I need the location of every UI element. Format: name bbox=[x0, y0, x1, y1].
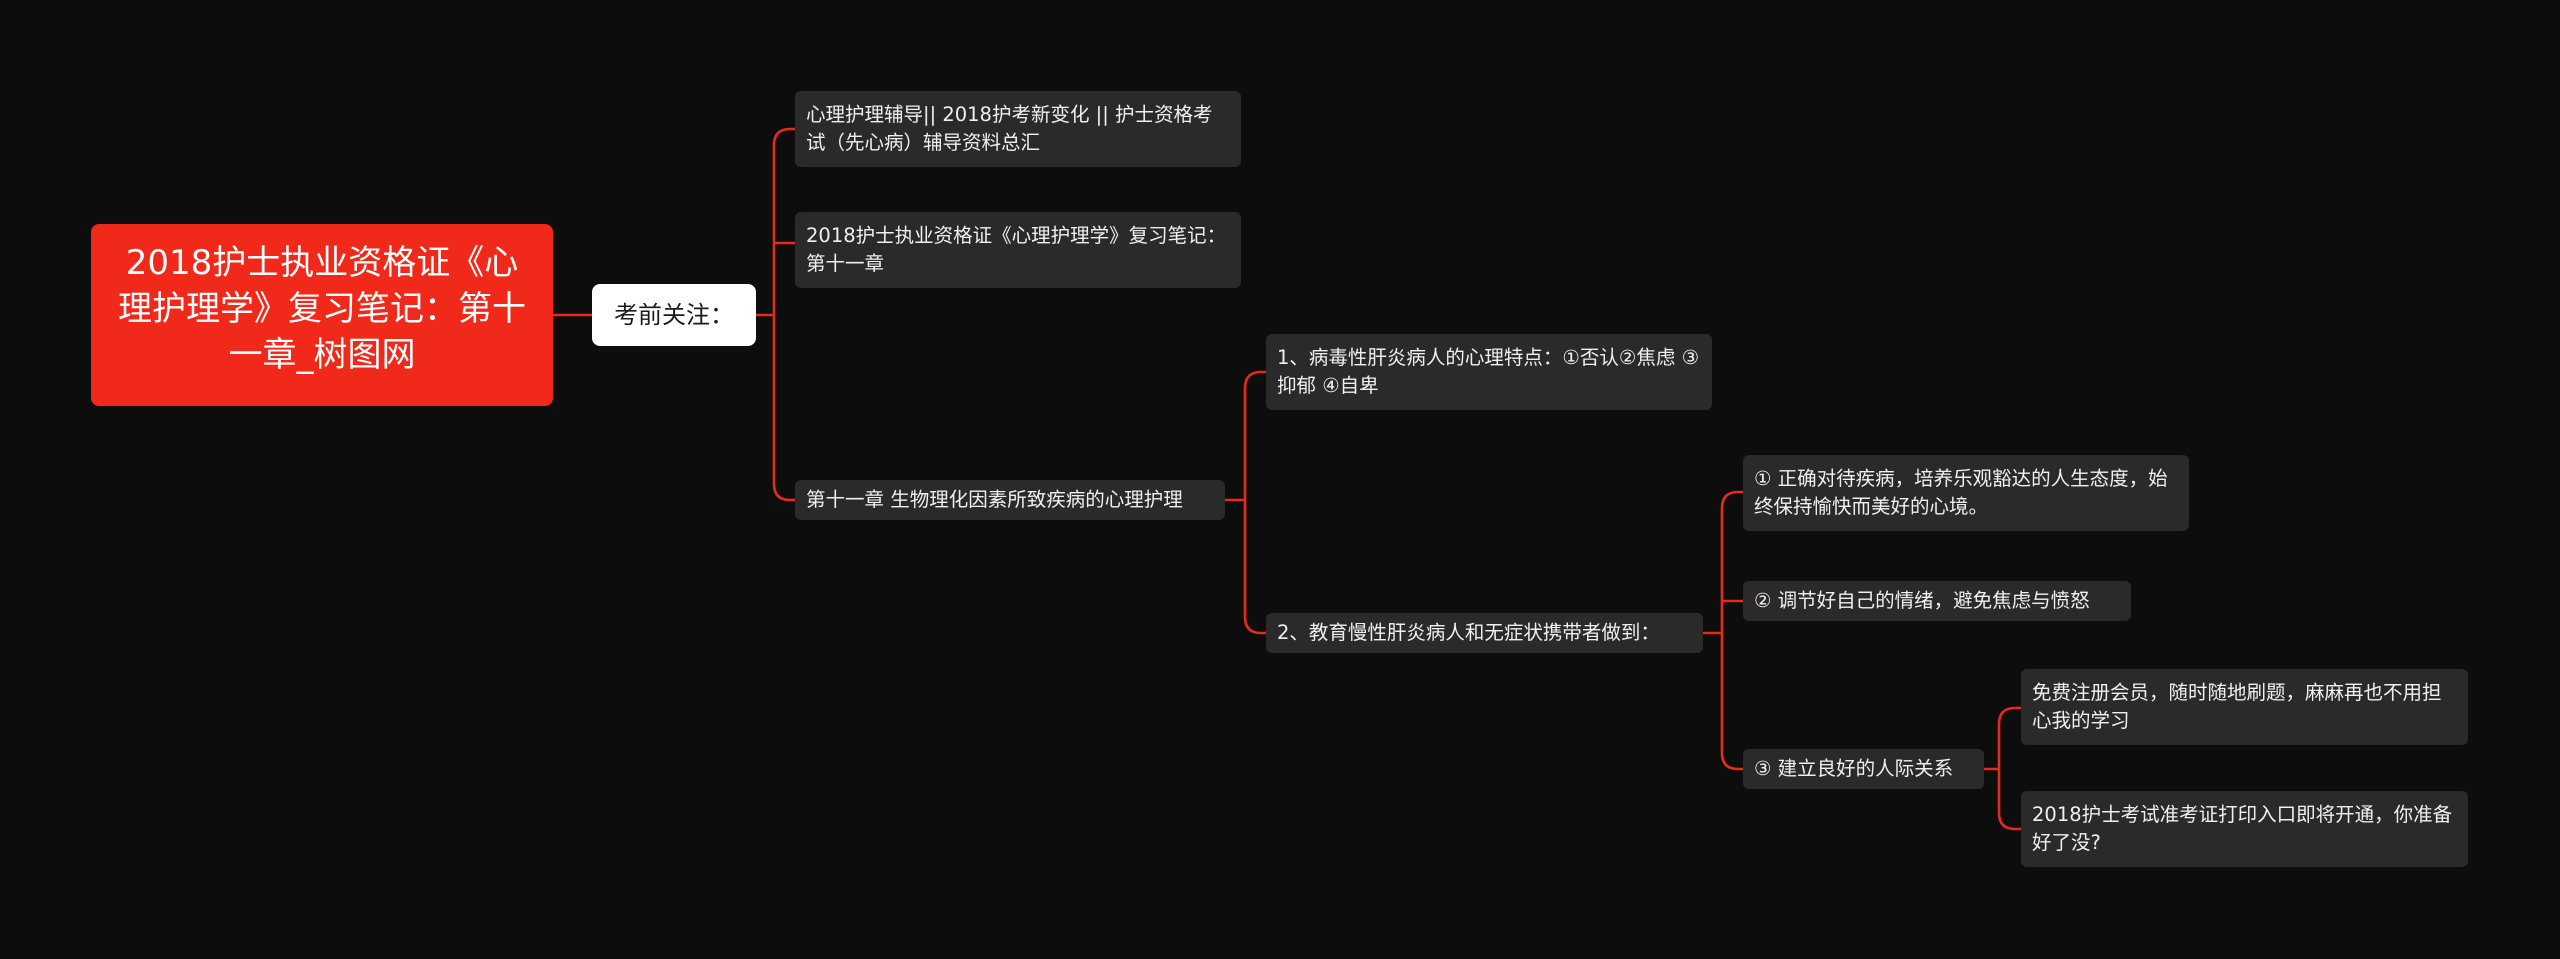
link-node-notes[interactable]: 2018护士执业资格证《心理护理学》复习笔记：第十一章 bbox=[795, 212, 1241, 288]
link-relations-children bbox=[1982, 706, 2023, 831]
link-chapter-children bbox=[1223, 370, 1268, 635]
hepatitis-traits-node[interactable]: 1、病毒性肝炎病人的心理特点：①否认②焦虑 ③抑郁 ④自卑 bbox=[1266, 334, 1712, 410]
hepatitis-traits-label: 1、病毒性肝炎病人的心理特点：①否认②焦虑 ③抑郁 ④自卑 bbox=[1277, 346, 1700, 397]
root-node-label: 2018护士执业资格证《心理护理学》复习笔记：第十一章_树图网 bbox=[118, 243, 526, 375]
promo-admission-label: 2018护士考试准考证打印入口即将开通，你准备好了没? bbox=[2032, 803, 2453, 854]
point-relations-label: ③ 建立良好的人际关系 bbox=[1754, 757, 1954, 780]
point-relations-node[interactable]: ③ 建立良好的人际关系 bbox=[1743, 749, 1984, 789]
root-node[interactable]: 2018护士执业资格证《心理护理学》复习笔记：第十一章_树图网 bbox=[91, 224, 553, 406]
point-attitude-label: ① 正确对待疾病，培养乐观豁达的人生态度，始终保持愉快而美好的心境。 bbox=[1754, 467, 2168, 518]
promo-register-label: 免费注册会员，随时随地刷题，麻麻再也不用担心我的学习 bbox=[2032, 681, 2442, 732]
topic-node-label: 考前关注： bbox=[614, 301, 734, 329]
link-node-guide[interactable]: 心理护理辅导|| 2018护考新变化 || 护士资格考试（先心病）辅导资料总汇 bbox=[795, 91, 1241, 167]
point-attitude-node[interactable]: ① 正确对待疾病，培养乐观豁达的人生态度，始终保持愉快而美好的心境。 bbox=[1743, 455, 2189, 531]
point-emotion-label: ② 调节好自己的情绪，避免焦虑与愤怒 bbox=[1754, 589, 2090, 612]
point-emotion-node[interactable]: ② 调节好自己的情绪，避免焦虑与愤怒 bbox=[1743, 581, 2131, 621]
topic-node[interactable]: 考前关注： bbox=[592, 284, 756, 346]
link-point-children bbox=[1701, 490, 1745, 771]
promo-register-node[interactable]: 免费注册会员，随时随地刷题，麻麻再也不用担心我的学习 bbox=[2021, 669, 2468, 745]
chapter-node[interactable]: 第十一章 生物理化因素所致疾病的心理护理 bbox=[795, 480, 1225, 520]
chapter-node-label: 第十一章 生物理化因素所致疾病的心理护理 bbox=[806, 488, 1183, 511]
education-node-label: 2、教育慢性肝炎病人和无症状携带者做到： bbox=[1277, 621, 1660, 644]
link-node-notes-label: 2018护士执业资格证《心理护理学》复习笔记：第十一章 bbox=[806, 224, 1227, 275]
link-topic-items bbox=[754, 127, 797, 502]
link-node-guide-label: 心理护理辅导|| 2018护考新变化 || 护士资格考试（先心病）辅导资料总汇 bbox=[806, 103, 1213, 154]
education-node[interactable]: 2、教育慢性肝炎病人和无症状携带者做到： bbox=[1266, 613, 1703, 653]
promo-admission-node[interactable]: 2018护士考试准考证打印入口即将开通，你准备好了没? bbox=[2021, 791, 2468, 867]
